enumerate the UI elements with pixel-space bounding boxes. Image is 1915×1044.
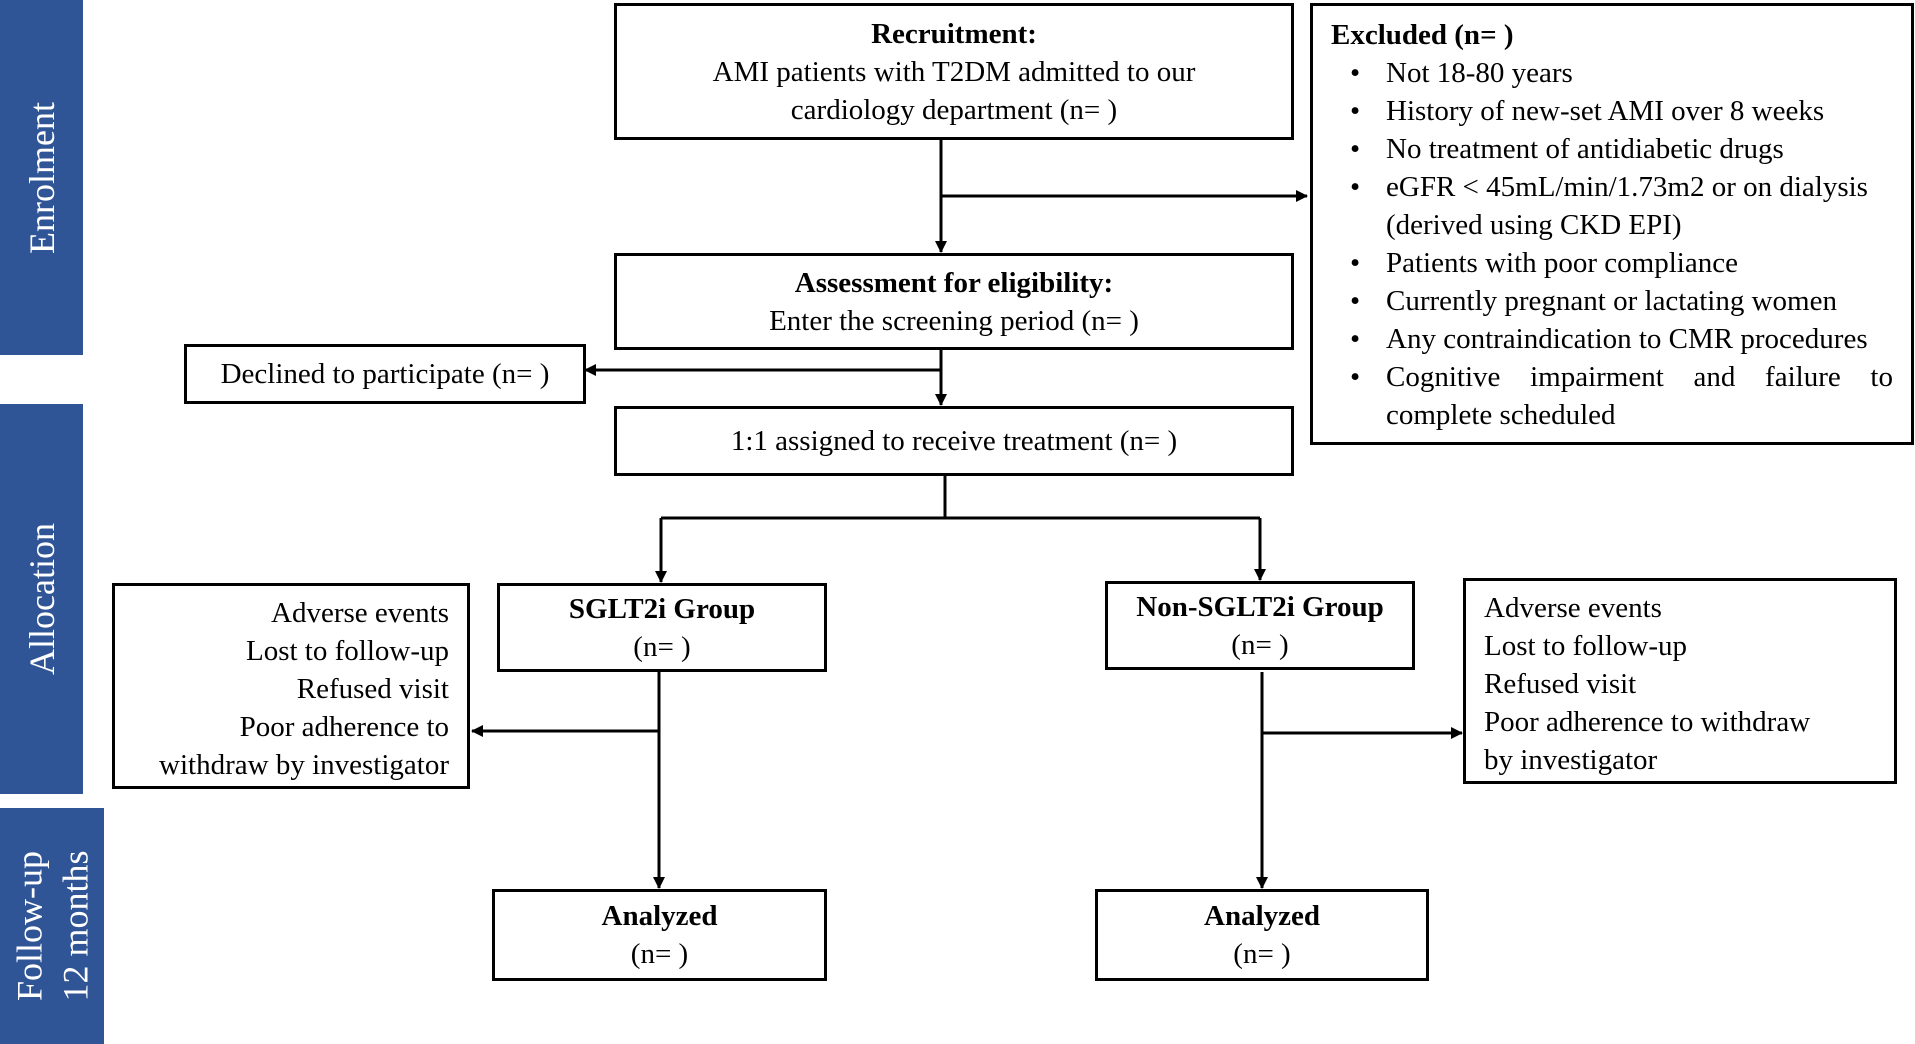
- assigned-label: 1:1 assigned to receive treatment (n= ): [730, 425, 1178, 457]
- phase-band-followup: Follow-up 12 months: [0, 808, 104, 1044]
- sglt2i-title: SGLT2i Group: [568, 592, 756, 625]
- excluded-item: No treatment of antidiabetic drugs: [1350, 130, 1893, 168]
- analyzed-right-title: Analyzed: [1204, 900, 1320, 932]
- analyzed-right-box: Analyzed (n= ): [1095, 889, 1429, 981]
- excluded-item: Cognitive impairment and failure to comp…: [1350, 358, 1893, 434]
- left-dropout-line: withdraw by investigator: [159, 749, 449, 781]
- analyzed-left-title: Analyzed: [601, 900, 718, 932]
- excluded-title: Excluded (n= ): [1331, 19, 1514, 51]
- non-sglt2i-title: Non-SGLT2i Group: [1136, 590, 1384, 623]
- declined-box: Declined to participate (n= ): [184, 344, 586, 404]
- recruitment-box: Recruitment: AMI patients with T2DM admi…: [614, 3, 1294, 140]
- excluded-item: Currently pregnant or lactating women: [1350, 282, 1893, 320]
- excluded-item: eGFR < 45mL/min/1.73m2 or on dialysis (d…: [1350, 168, 1893, 244]
- sglt2i-group-box: SGLT2i Group (n= ): [497, 583, 827, 672]
- right-dropout-line: Adverse events: [1484, 592, 1662, 624]
- phase-band-allocation: Allocation: [0, 404, 83, 794]
- left-dropout-line: Refused visit: [296, 673, 449, 705]
- analyzed-left-box: Analyzed (n= ): [492, 889, 827, 981]
- right-dropout-line: Poor adherence to withdraw: [1484, 706, 1811, 738]
- right-dropout-box: Adverse events Lost to follow-up Refused…: [1463, 578, 1897, 784]
- right-dropout-line: Lost to follow-up: [1484, 630, 1687, 662]
- excluded-item: Patients with poor compliance: [1350, 244, 1893, 282]
- excluded-list: Not 18-80 years History of new-set AMI o…: [1331, 54, 1893, 434]
- non-sglt2i-group-box: Non-SGLT2i Group (n= ): [1105, 581, 1415, 670]
- left-dropout-line: Adverse events: [271, 597, 449, 629]
- excluded-item: History of new-set AMI over 8 weeks: [1350, 92, 1893, 130]
- left-dropout-box: Adverse events Lost to follow-up Refused…: [112, 583, 470, 789]
- right-dropout-line: Refused visit: [1484, 668, 1637, 700]
- sglt2i-n: (n= ): [633, 630, 691, 663]
- excluded-box: Excluded (n= ) Not 18-80 years History o…: [1310, 3, 1914, 445]
- assessment-line1: Enter the screening period (n= ): [769, 304, 1139, 337]
- phase-band-enrolment: Enrolment: [0, 0, 83, 355]
- recruitment-line2: cardiology department (n= ): [790, 93, 1118, 126]
- excluded-item: Any contraindication to CMR procedures: [1350, 320, 1893, 358]
- excluded-item: Not 18-80 years: [1350, 54, 1893, 92]
- left-dropout-line: Poor adherence to: [239, 711, 449, 743]
- non-sglt2i-n: (n= ): [1231, 628, 1289, 661]
- recruitment-line1: AMI patients with T2DM admitted to our: [712, 55, 1196, 88]
- analyzed-left-n: (n= ): [630, 938, 689, 970]
- analyzed-right-n: (n= ): [1233, 938, 1291, 970]
- assigned-box: 1:1 assigned to receive treatment (n= ): [614, 406, 1294, 476]
- assessment-title: Assessment for eligibility:: [794, 266, 1114, 299]
- recruitment-title: Recruitment:: [871, 17, 1037, 50]
- left-dropout-line: Lost to follow-up: [246, 635, 449, 667]
- right-dropout-line: by investigator: [1484, 744, 1658, 776]
- assessment-box: Assessment for eligibility: Enter the sc…: [614, 253, 1294, 350]
- declined-label: Declined to participate (n= ): [220, 358, 550, 390]
